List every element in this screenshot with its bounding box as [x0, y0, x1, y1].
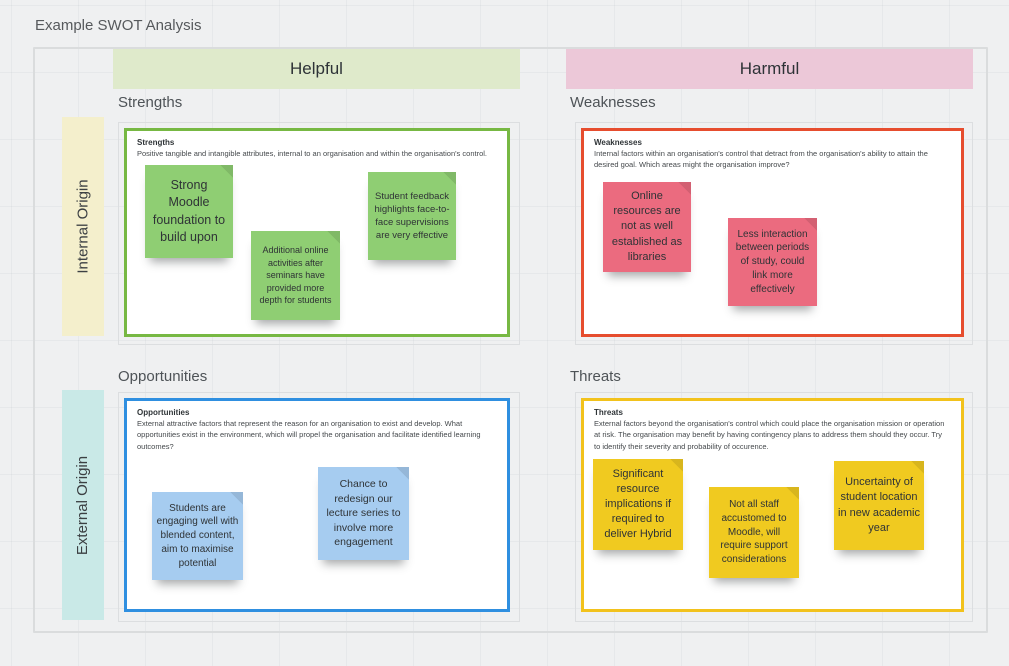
column-header-helpful[interactable]: Helpful	[113, 49, 520, 89]
opportunities-box-description: External attractive factors that represe…	[137, 419, 481, 451]
strengths-box-title: Strengths	[137, 138, 175, 147]
sticky-note[interactable]: Not all staff accustomed to Moodle, will…	[709, 487, 799, 578]
sticky-note-text: Uncertainty of student location in new a…	[838, 476, 920, 534]
strengths-cell-label[interactable]: Strengths	[118, 94, 183, 111]
external-origin-label: External Origin	[74, 455, 92, 555]
sticky-note[interactable]: Student feedback highlights face-to-face…	[368, 172, 456, 260]
sticky-note[interactable]: Online resources are not as well establi…	[603, 182, 691, 272]
sticky-note[interactable]: Additional online activities after semin…	[251, 231, 340, 320]
sticky-note-text: Not all staff accustomed to Moodle, will…	[720, 499, 788, 566]
sticky-note[interactable]: Strong Moodle foundation to build upon	[145, 165, 233, 258]
opportunities-box-title: Opportunities	[137, 408, 190, 417]
weaknesses-cell-label[interactable]: Weaknesses	[570, 94, 656, 111]
sticky-note[interactable]: Students are engaging well with blended …	[152, 492, 243, 580]
opportunities-cell-label[interactable]: Opportunities	[118, 368, 208, 385]
strengths-box-description: Positive tangible and intangible attribu…	[137, 149, 487, 158]
sticky-note-text: Significant resource implications if req…	[604, 467, 672, 541]
sticky-note-text: Chance to redesign our lecture series to…	[326, 478, 401, 549]
row-header-external-origin[interactable]: External Origin	[62, 390, 104, 620]
sticky-note[interactable]: Uncertainty of student location in new a…	[834, 461, 924, 550]
swot-outer-frame	[33, 47, 988, 633]
strengths-cell-frame	[118, 122, 520, 345]
sticky-note-text: Students are engaging well with blended …	[156, 502, 239, 569]
threats-cell-frame	[575, 392, 973, 622]
opportunities-cell-frame	[118, 392, 520, 622]
weaknesses-box-title: Weaknesses	[594, 138, 642, 147]
sticky-note-text: Additional online activities after semin…	[259, 245, 332, 306]
sticky-note[interactable]: Less interaction between periods of stud…	[728, 218, 817, 306]
threats-box-description: External factors beyond the organisation…	[594, 419, 945, 451]
weaknesses-box-description: Internal factors within an organisation'…	[594, 149, 928, 170]
sticky-note[interactable]: Chance to redesign our lecture series to…	[318, 467, 409, 560]
harmful-label: Harmful	[739, 59, 800, 78]
row-header-internal-origin[interactable]: Internal Origin	[62, 117, 104, 336]
page-title[interactable]: Example SWOT Analysis	[35, 17, 202, 34]
sticky-note[interactable]: Significant resource implications if req…	[593, 459, 683, 550]
sticky-note-text: Online resources are not as well establi…	[611, 190, 683, 263]
sticky-note-text: Less interaction between periods of stud…	[735, 228, 810, 295]
weaknesses-cell-frame	[575, 122, 973, 345]
sticky-note-text: Strong Moodle foundation to build upon	[152, 178, 226, 244]
internal-origin-label: Internal Origin	[74, 179, 92, 274]
sticky-note-text: Student feedback highlights face-to-face…	[374, 190, 450, 242]
helpful-label: Helpful	[290, 59, 343, 78]
threats-box-title: Threats	[594, 408, 623, 417]
column-header-harmful[interactable]: Harmful	[566, 49, 973, 89]
threats-cell-label[interactable]: Threats	[570, 368, 621, 385]
